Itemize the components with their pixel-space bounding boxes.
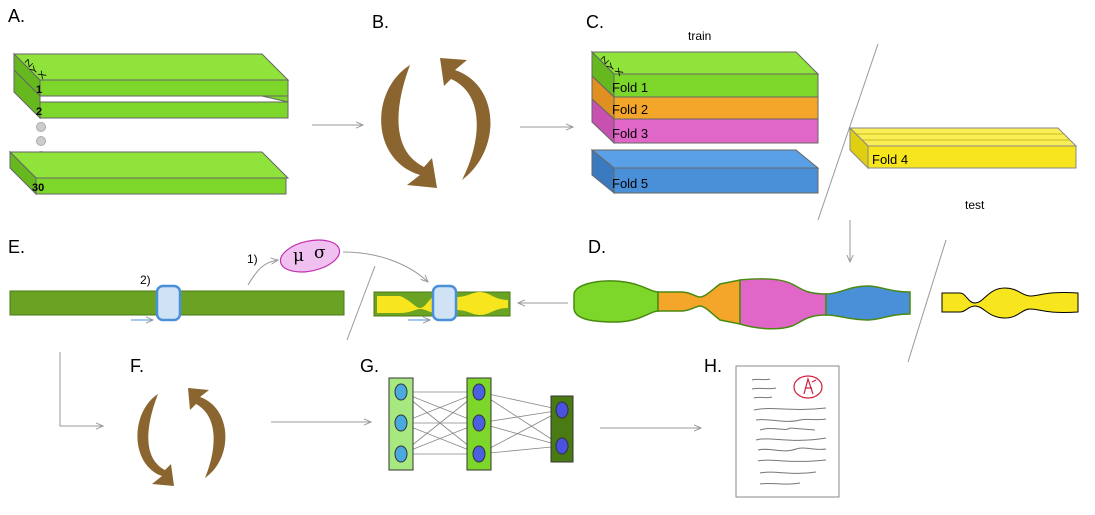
slab-stack: 1 Z Y X 2 30 [8,52,290,196]
cycle-arrows-icon-f [137,388,226,486]
input-neuron [394,445,408,463]
mu-symbol: μ [293,246,304,266]
fold-stack-train: Fold 1 Fold 2 Fold 3 [590,50,820,145]
slab-1: 1 [12,52,290,98]
test-signal [941,287,1079,319]
slab-2: 2 [13,68,289,120]
fold-4-block: Fold 4 [848,126,1078,170]
cycle-arrows-icon [381,58,491,188]
fold-5-label: Fold 5 [612,176,648,191]
train-label: train [688,29,711,43]
hidden-neuron [472,383,486,401]
divider-line [817,43,879,221]
divider-line-e [346,265,376,341]
neural-network [388,377,574,471]
panel-label-b: B. [372,12,389,32]
sliding-window-normalized [431,284,458,322]
concatenated-signal [573,278,911,330]
output-neuron [555,401,569,419]
step-2-label: 2) [140,273,151,287]
hidden-neuron [472,414,486,432]
arrow-stats-to-window [342,251,428,282]
slab-number-30: 30 [32,182,44,194]
arrow-e-to-f [59,352,103,426]
ellipsis-dot [36,136,46,146]
panel-label-e: E. [8,237,25,257]
ellipsis-dot [36,122,46,132]
fold-1-label: Fold 1 [612,80,648,95]
slab-number-1: 1 [36,84,42,96]
step-1-label: 1) [247,252,258,266]
slab-30: 30 [8,150,290,196]
slab-number-2: 2 [36,106,42,118]
input-neuron [394,383,408,401]
fold-5-block: Fold 5 [590,148,820,195]
panel-label-c: C. [586,12,604,32]
panel-label-f: F. [130,356,144,376]
panel-label-a: A. [8,6,25,26]
mean-std-ellipse [279,239,341,273]
test-label: test [965,198,985,212]
hidden-neuron [472,445,486,463]
graded-paper-icon [735,365,840,498]
output-neuron [555,437,569,455]
fold-3-label: Fold 3 [612,126,648,141]
input-neuron [394,414,408,432]
arrow-to-stats [247,260,278,286]
fold-2-label: Fold 2 [612,102,648,117]
divider-line-d [907,239,947,363]
panel-label-g: G. [360,356,379,376]
panel-label-h: H. [704,356,722,376]
panel-label-d: D. [588,237,606,257]
sliding-window [155,284,182,322]
fold-4-label: Fold 4 [872,152,908,167]
sigma-symbol: σ [314,243,326,263]
